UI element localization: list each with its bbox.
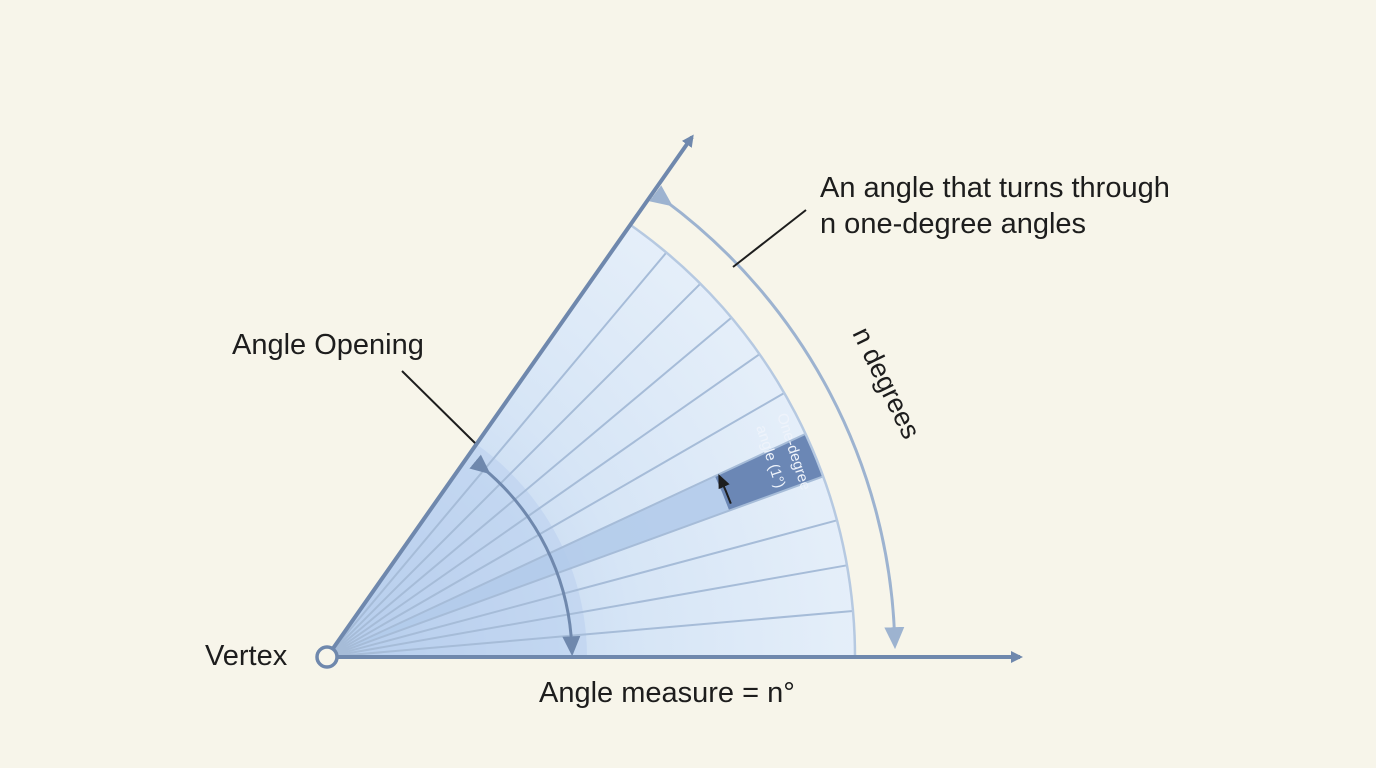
vertex-point [315,645,339,669]
title-leader-line [732,209,807,268]
n-degrees-label: n degrees [847,322,927,443]
upper-ray [325,134,694,659]
one-degree-arc [718,473,732,504]
title-label-line2: n one-degree angles [820,208,1086,240]
angle-opening-label: Angle Opening [232,329,424,361]
n-degrees-arc [649,185,905,650]
title-label-line1: An angle that turns through [820,172,1170,204]
vertex-label: Vertex [205,640,288,672]
opening-leader-line [401,370,476,444]
angle-measure-label: Angle measure = n° [539,677,795,709]
angle-opening-arc [469,454,581,657]
